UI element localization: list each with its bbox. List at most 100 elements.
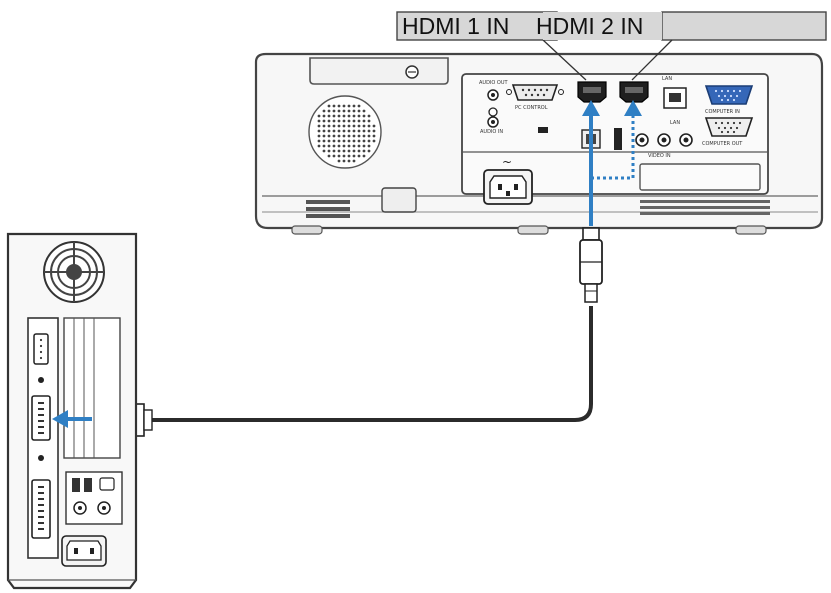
hdmi-2-callout-label: HDMI 2 IN: [536, 13, 643, 39]
grill-hole: [328, 120, 331, 123]
grill-hole: [373, 140, 376, 143]
grill-hole: [348, 140, 351, 143]
grill-hole: [363, 155, 366, 158]
grill-hole: [338, 115, 341, 118]
grill-hole: [333, 150, 336, 153]
hdmi-1-port: [578, 82, 606, 102]
grill-hole: [328, 110, 331, 113]
connector-panel: AUDIO OUT AUDIO IN PC CONTROL: [462, 74, 768, 204]
pc-dvi-port: [32, 396, 50, 440]
grill-hole: [358, 120, 361, 123]
grill-hole: [333, 110, 336, 113]
hdmi-dvi-cable: [92, 228, 602, 440]
grill-hole: [353, 140, 356, 143]
grill-hole: [353, 125, 356, 128]
grill-hole: [358, 105, 361, 108]
grill-hole: [323, 120, 326, 123]
grill-hole: [358, 155, 361, 158]
grill-hole: [343, 125, 346, 128]
grill-hole: [343, 160, 346, 163]
grill-hole: [368, 125, 371, 128]
grill-hole: [348, 110, 351, 113]
grill-hole: [328, 145, 331, 148]
grill-hole: [363, 140, 366, 143]
grill-hole: [348, 155, 351, 158]
grill-hole: [318, 140, 321, 143]
grill-hole: [333, 115, 336, 118]
grill-hole: [338, 120, 341, 123]
grill-hole: [338, 160, 341, 163]
grill-hole: [333, 145, 336, 148]
grill-hole: [348, 125, 351, 128]
grill-hole: [343, 150, 346, 153]
projector-ac-inlet: [484, 170, 532, 204]
grill-hole: [328, 125, 331, 128]
grill-hole: [348, 160, 351, 163]
grill-hole: [363, 145, 366, 148]
grill-hole: [323, 115, 326, 118]
grill-hole: [333, 125, 336, 128]
grill-hole: [333, 120, 336, 123]
grill-hole: [353, 110, 356, 113]
grill-hole: [368, 135, 371, 138]
grill-hole: [318, 120, 321, 123]
grill-hole: [328, 140, 331, 143]
grill-hole: [363, 115, 366, 118]
grill-hole: [353, 105, 356, 108]
grill-hole: [368, 145, 371, 148]
grill-hole: [338, 140, 341, 143]
grill-hole: [318, 115, 321, 118]
grill-hole: [353, 130, 356, 133]
grill-hole: [318, 135, 321, 138]
grill-hole: [318, 130, 321, 133]
grill-hole: [343, 130, 346, 133]
grill-hole: [368, 120, 371, 123]
grill-hole: [358, 145, 361, 148]
computer-out-label: COMPUTER OUT: [702, 141, 743, 147]
grill-hole: [368, 130, 371, 133]
grill-hole: [338, 125, 341, 128]
grill-hole: [363, 130, 366, 133]
grill-hole: [358, 140, 361, 143]
grill-hole: [363, 150, 366, 153]
grill-hole: [328, 105, 331, 108]
grill-hole: [333, 135, 336, 138]
vent-slots: [306, 200, 350, 218]
grill-hole: [353, 120, 356, 123]
grill-hole: [328, 135, 331, 138]
grill-hole: [348, 150, 351, 153]
grill-hole: [343, 105, 346, 108]
pc-control-label: PC CONTROL: [515, 105, 548, 111]
svg-text:~: ~: [502, 155, 512, 169]
grill-hole: [333, 140, 336, 143]
hdmi-1-callout-label: HDMI 1 IN: [402, 13, 509, 39]
grill-hole: [333, 105, 336, 108]
grill-hole: [323, 125, 326, 128]
lan-label: LAN: [670, 120, 680, 126]
audio-in-label: AUDIO IN: [480, 129, 503, 135]
grill-hole: [363, 135, 366, 138]
grill-hole: [343, 110, 346, 113]
grill-hole: [363, 125, 366, 128]
hdmi-2-port: [620, 82, 648, 102]
grill-hole: [343, 120, 346, 123]
grill-hole: [328, 130, 331, 133]
grill-hole: [338, 105, 341, 108]
projector: AUDIO OUT AUDIO IN PC CONTROL: [256, 54, 822, 234]
grill-hole: [338, 110, 341, 113]
grill-hole: [368, 115, 371, 118]
grill-hole: [338, 155, 341, 158]
grill-hole: [348, 120, 351, 123]
grill-hole: [358, 130, 361, 133]
grill-hole: [343, 140, 346, 143]
speaker-grill: [309, 96, 381, 168]
grill-hole: [353, 160, 356, 163]
grill-hole: [318, 145, 321, 148]
grill-hole: [353, 145, 356, 148]
pc-ac-inlet: [62, 536, 106, 566]
computer-tower: [8, 234, 136, 588]
audio-out-label: AUDIO OUT: [479, 80, 509, 86]
grill-hole: [363, 110, 366, 113]
grill-hole: [318, 125, 321, 128]
